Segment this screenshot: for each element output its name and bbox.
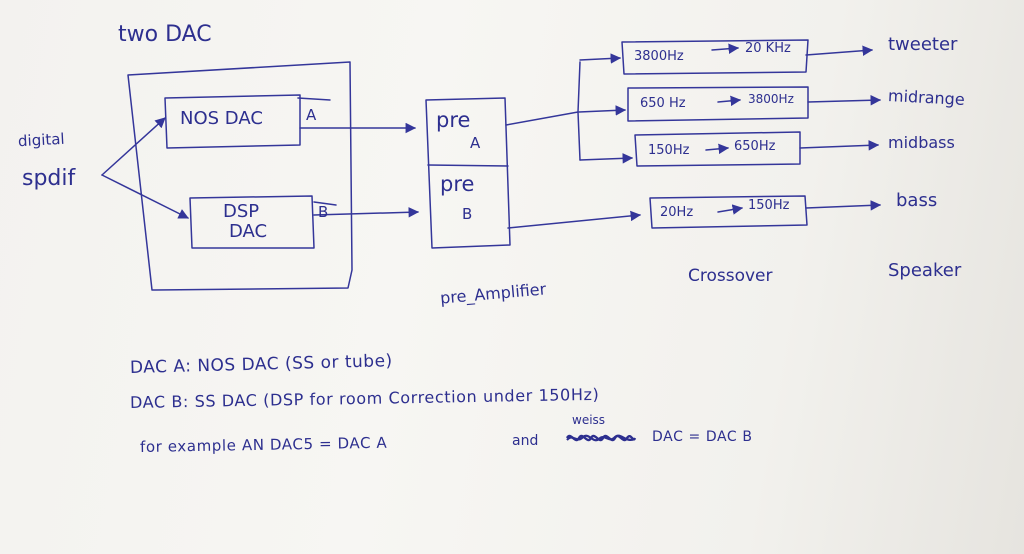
note-example-a: for example AN DAC5 = DAC A (139, 433, 388, 456)
band-2-from: 650 Hz (640, 96, 686, 111)
dac-b-to-pre-arrow (313, 207, 420, 218)
input-label-line1: digital (17, 129, 66, 151)
output-midrange: midrange (887, 86, 966, 109)
band-3-to-midbass (799, 140, 880, 151)
band-2-inner-arrow (717, 95, 742, 107)
note-example-b: DAC = DAC B (652, 429, 753, 445)
output-bass: bass (896, 190, 938, 211)
pre-a-label: pre (436, 108, 471, 132)
band-1-from: 3800Hz (634, 49, 684, 64)
crossover-splitter (577, 61, 581, 161)
splitter-to-band-3 (579, 153, 634, 164)
nos-dac-box (164, 94, 301, 149)
band-box-3 (634, 131, 801, 167)
dsp-dac-label-line1: DSP (223, 201, 260, 222)
band-1-to: 20 KHz (745, 41, 791, 56)
dsp-dac-box-edge (313, 201, 337, 206)
band-3-from: 150Hz (648, 143, 690, 158)
output-midbass: midbass (888, 133, 955, 152)
band-4-from: 20Hz (660, 205, 694, 220)
pre-b-label: pre (440, 172, 475, 196)
note-weiss: weiss (572, 413, 606, 427)
preamp-divider (427, 164, 509, 167)
pre-b-tag: B (462, 205, 473, 223)
scribbled-out-word (565, 434, 637, 442)
band-box-4 (649, 195, 808, 229)
band-3-to: 650Hz (734, 139, 776, 154)
crossover-caption: Crossover (688, 266, 773, 286)
input-label-line2: spdif (22, 166, 76, 191)
band-1-inner-arrow (711, 43, 740, 54)
two-dac-box (127, 61, 353, 291)
input-arrow-a (101, 117, 166, 176)
dac-b-tag: B (318, 203, 329, 221)
band-box-2 (627, 86, 809, 122)
title: two DAC (118, 22, 212, 47)
speaker-caption: Speaker (888, 260, 962, 281)
band-4-to: 150Hz (748, 198, 790, 213)
band-4-to-bass (805, 200, 882, 211)
input-arrow-b (101, 174, 189, 219)
splitter-to-band-2 (578, 105, 627, 116)
preamp-box (425, 97, 511, 249)
splitter-to-band-1 (579, 53, 622, 64)
band-box-1 (621, 39, 809, 75)
dsp-dac-box (189, 195, 315, 249)
pre-a-to-crossover (505, 111, 579, 126)
band-1-to-tweeter (805, 45, 874, 56)
dac-a-tag: A (306, 106, 317, 124)
pre-a-tag: A (470, 134, 481, 152)
band-2-to: 3800Hz (748, 92, 794, 106)
nos-dac-label: NOS DAC (180, 108, 263, 129)
output-tweeter: tweeter (888, 34, 958, 55)
nos-dac-box-edge (297, 97, 331, 101)
pre-b-to-band-4 (507, 210, 642, 229)
dsp-dac-label-line2: DAC (229, 221, 268, 242)
band-3-inner-arrow (705, 143, 730, 155)
band-2-to-midrange (807, 95, 882, 106)
note-and: and (512, 433, 539, 449)
band-4-inner-arrow (717, 204, 744, 215)
